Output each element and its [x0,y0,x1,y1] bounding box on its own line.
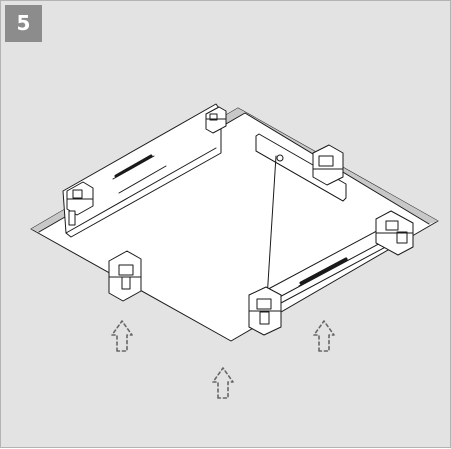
bracket-right-top [312,144,344,186]
bracket-right [375,210,414,256]
up-arrow-icon [212,367,234,399]
bracket-left [66,181,94,226]
bracket-left-front [108,250,142,302]
support-wire [266,155,277,300]
bracket-front [248,286,282,336]
up-arrow-icon [111,320,133,352]
rail-back-right [255,133,347,202]
bracket-back-top [205,106,227,134]
rail-back-left [62,103,222,238]
up-arrow-icon [313,320,335,352]
step-number-badge: 5 [5,5,42,42]
